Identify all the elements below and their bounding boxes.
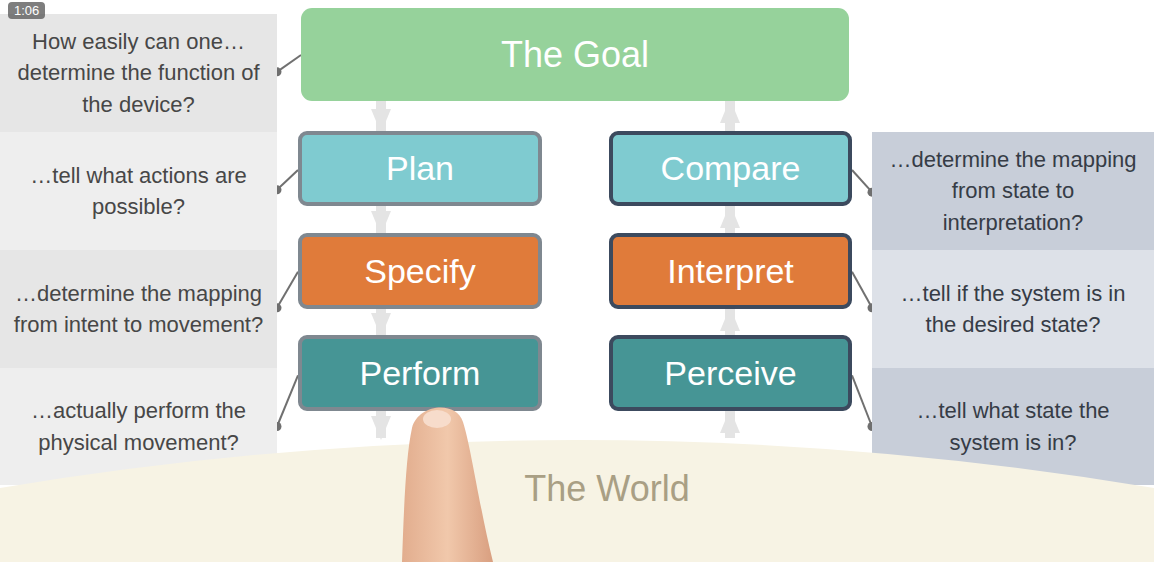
stage-box: Perceive: [609, 335, 852, 411]
node-text: How easily can one… determine the functi…: [12, 26, 265, 120]
stage-box: Compare: [609, 131, 852, 206]
stage-box: Perform: [298, 335, 542, 411]
finger-nail: [423, 410, 451, 428]
flow-arrow: [376, 206, 386, 233]
leader-line: [277, 375, 298, 426]
node-text: The World: [524, 468, 689, 510]
leader-line: [852, 375, 872, 426]
node-text: Plan: [386, 149, 454, 188]
timestamp-badge: 1:06: [8, 2, 45, 19]
node-text: …actually perform the physical movement?: [12, 395, 265, 457]
node-text: …tell what state the system is in?: [884, 395, 1142, 457]
question-panel: …determine the mapping from intent to mo…: [0, 250, 277, 368]
stage-box: Specify: [298, 233, 542, 309]
question-panel: …tell if the system is in the desired st…: [872, 250, 1154, 368]
flow-arrow: [376, 309, 386, 335]
stage-box: Plan: [298, 131, 542, 206]
node-text: Perform: [360, 354, 481, 393]
question-panel: …tell what actions are possible?: [0, 132, 277, 250]
stage-box: Interpret: [609, 233, 852, 309]
leader-line: [277, 272, 298, 308]
leader-line: [852, 272, 872, 308]
node-text: Compare: [661, 149, 801, 188]
goal-box: The Goal: [301, 8, 849, 101]
node-text: Specify: [364, 252, 476, 291]
world-ground: The World: [0, 438, 1154, 562]
flow-arrow: [376, 101, 386, 131]
question-panel: How easily can one… determine the functi…: [0, 14, 277, 132]
node-text: Interpret: [667, 252, 794, 291]
flow-arrow: [725, 206, 735, 233]
node-text: …tell if the system is in the desired st…: [884, 278, 1142, 340]
question-panel: …determine the mapping from state to int…: [872, 132, 1154, 250]
flow-arrow: [725, 411, 735, 438]
node-text: …determine the mapping from state to int…: [884, 144, 1142, 238]
flow-arrow: [725, 309, 735, 335]
flow-arrow: [725, 101, 735, 131]
node-text: …tell what actions are possible?: [12, 160, 265, 222]
node-text: Perceive: [664, 354, 796, 393]
flow-arrow: [376, 411, 386, 438]
node-text: …determine the mapping from intent to mo…: [12, 278, 265, 340]
node-text: The Goal: [501, 34, 649, 76]
ground-fill: [0, 440, 1154, 562]
